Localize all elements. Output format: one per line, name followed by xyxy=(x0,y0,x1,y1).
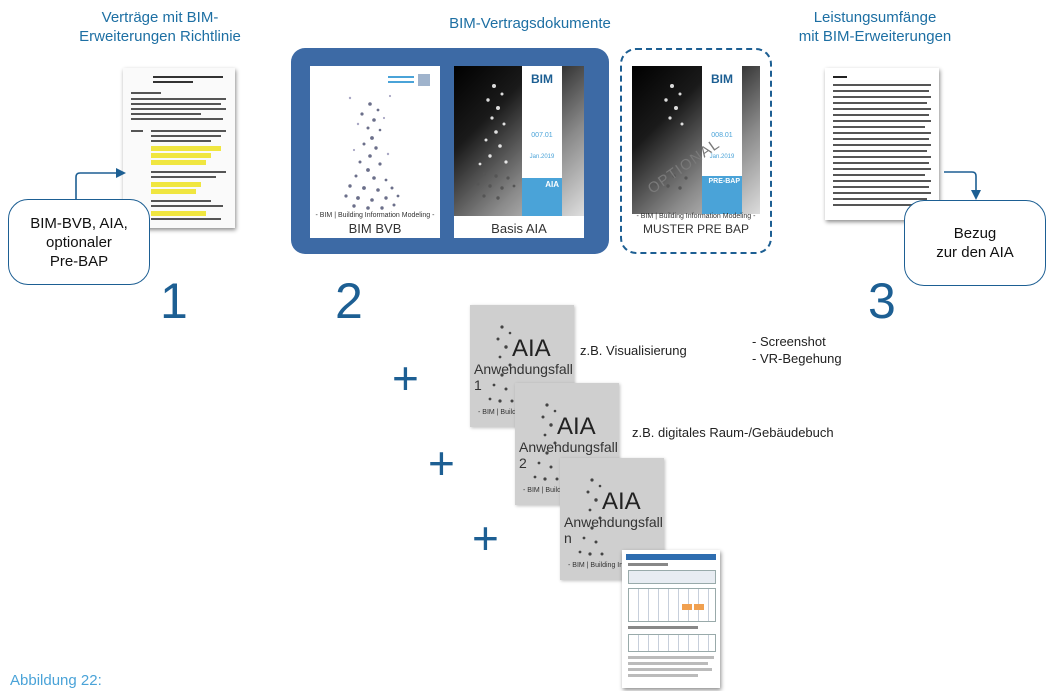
contract-document-thumbnail xyxy=(123,68,235,228)
cover-bim-bvb: - BIM | Building Information Modeling - … xyxy=(310,66,440,238)
cover-basis-aia-label: Basis AIA xyxy=(491,221,547,236)
cover-basis-aia-band-title: AIA xyxy=(545,180,559,189)
optional-document-frame xyxy=(620,48,772,254)
use-case-card-1-footer: - BIM | Building Inf xyxy=(478,409,536,416)
cover-muster-pre-bap: BIM 008.01 Jan.2019 PRE-BAP OPTIONAL - B… xyxy=(632,66,760,238)
bim-particle-graphic xyxy=(488,325,514,403)
cover-muster-pre-bap-label-area xyxy=(632,214,760,238)
note-bullets: - Screenshot - VR-Begehung xyxy=(752,333,842,367)
heading-contracts-line1: Verträge mit BIM- xyxy=(101,9,219,26)
step-number-1: 1 xyxy=(160,273,188,329)
use-case-card-1-title: AIA xyxy=(512,335,551,362)
figure-caption: Abbildung 22: xyxy=(10,672,102,689)
cover-bim-bvb-label: BIM BVB xyxy=(348,221,402,236)
scope-document-thumbnail xyxy=(825,68,939,220)
cover-basis-aia-date: Jan.2019 xyxy=(529,154,555,160)
use-case-card-1-number: 1 xyxy=(474,377,482,393)
callout-contract-parts-line1: BIM-BVB, AIA, xyxy=(30,214,128,232)
bim-particle-graphic xyxy=(533,403,559,481)
callout-contract-parts: BIM-BVB, AIA, optionaler Pre-BAP xyxy=(8,199,150,285)
callout-contract-parts-line3: Pre-BAP xyxy=(49,252,109,270)
note-bullet-vr: - VR-Begehung xyxy=(752,351,842,366)
cover-basis-aia-label-area xyxy=(454,216,584,238)
step-number-3: 3 xyxy=(868,273,896,329)
use-case-card-n-footer: - BIM | Building Inf xyxy=(568,562,626,569)
use-case-card-2-title: AIA xyxy=(557,413,596,440)
room-book-document-thumbnail xyxy=(622,550,720,688)
note-room-book: z.B. digitales Raum-/Gebäudebuch xyxy=(632,425,834,440)
cover-basis-aia-band: BIM 007.01 Jan.2019 AIA xyxy=(522,66,562,216)
bim-particle-graphic xyxy=(476,84,516,200)
ministry-logo xyxy=(388,74,432,86)
cover-muster-pre-bap-code: 008.01 xyxy=(711,132,733,139)
bim-logo: BIM xyxy=(711,72,733,86)
plus-sign-2: + xyxy=(428,437,455,489)
cover-basis-aia: BIM 007.01 Jan.2019 AIA Basis AIA xyxy=(454,66,584,238)
heading-scope: Leistungsumfänge mit BIM-Erweiterungen xyxy=(775,8,975,46)
callout-aia-reference-line1: Bezug xyxy=(953,225,997,242)
cover-muster-pre-bap-caption: - BIM | Building Information Modeling - xyxy=(636,213,756,220)
heading-scope-line2: mit BIM-Erweiterungen xyxy=(798,28,952,45)
bim-particle-graphic xyxy=(654,84,688,190)
connector-arrow-right xyxy=(944,171,981,200)
plus-sign-1: + xyxy=(392,352,419,404)
use-case-card-2-subtitle: Anwendungsfall xyxy=(519,439,618,455)
cover-muster-pre-bap-label: MUSTER PRE BAP xyxy=(642,222,750,236)
use-case-card-n-number: n xyxy=(564,530,572,546)
cover-muster-pre-bap-band: BIM 008.01 Jan.2019 PRE-BAP xyxy=(702,66,742,214)
plus-sign-3: + xyxy=(472,512,499,564)
use-case-card-1-subtitle: Anwendungsfall xyxy=(474,361,573,377)
heading-contract-documents: BIM-Vertragsdokumente xyxy=(449,15,611,32)
bim-particle-graphic xyxy=(344,94,400,210)
cover-muster-pre-bap-date: Jan.2019 xyxy=(709,154,735,160)
use-case-card-2-footer: - BIM | Building Inf xyxy=(523,487,581,494)
step-number-2: 2 xyxy=(335,273,363,329)
callout-aia-reference-line2: zur den AIA xyxy=(936,244,1014,261)
heading-contracts-line2: Erweiterungen Richtlinie xyxy=(79,28,241,45)
cover-basis-aia-code: 007.01 xyxy=(531,132,553,139)
cover-muster-pre-bap-band-title: PRE-BAP xyxy=(708,178,740,185)
note-visualization: z.B. Visualisierung xyxy=(580,343,687,358)
use-case-card-n-subtitle: Anwendungsfall xyxy=(564,514,663,530)
bim-logo: BIM xyxy=(531,72,553,86)
callout-contract-parts-line2: optionaler xyxy=(46,233,112,251)
use-case-card-2-number: 2 xyxy=(519,455,527,471)
bim-particle-graphic xyxy=(578,478,604,556)
note-bullet-screenshot: - Screenshot xyxy=(752,334,826,349)
use-case-card-n-title: AIA xyxy=(602,488,641,515)
cover-bim-bvb-caption: - BIM | Building Information Modeling - xyxy=(315,212,435,219)
callout-aia-reference: Bezug zur den AIA xyxy=(904,200,1046,286)
heading-contracts: Verträge mit BIM- Erweiterungen Richtlin… xyxy=(60,8,260,46)
heading-scope-line1: Leistungsumfänge xyxy=(813,9,937,26)
connector-arrow-left xyxy=(75,168,126,201)
use-case-card-n: AIA Anwendungsfall n - BIM | Building In… xyxy=(560,458,664,580)
